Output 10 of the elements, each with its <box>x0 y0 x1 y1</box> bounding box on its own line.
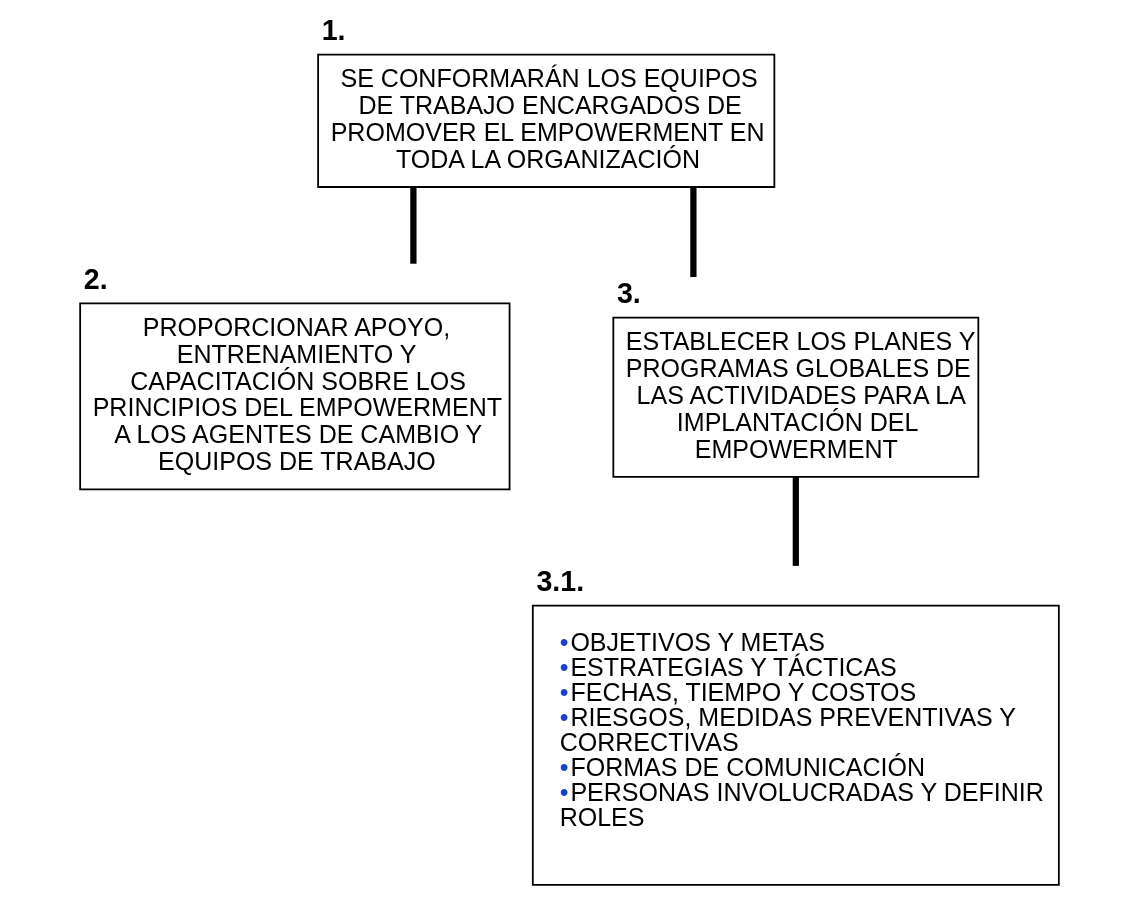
node-label: 2. <box>83 262 108 295</box>
node-box: SE CONFORMARÁN LOS EQUIPOS DE TRABAJO ENCARGADOS DE PROMOVER EL EMPOWERMENT EN TODA LA ORGANIZACIÓN <box>316 53 775 188</box>
node-box: PROPORCIONAR APOYO, ENTRENAMIENTO Y CAPACITACIÓN SOBRE LOS PRINCIPIOS DEL EMPOWERMENT A LOS AGENTES DE CAMBIO Y EQUIPOS DE TRABAJO <box>78 302 510 491</box>
node-label: 3. <box>616 276 641 309</box>
node-box: ESTABLECER LOS PLANES Y PROGRAMAS GLOBALES DE LAS ACTIVIDADES PARA LA IMPLANTACIÓN DEL EMPOWERMENT <box>611 316 979 478</box>
node-label: 1. <box>321 13 346 46</box>
connector <box>409 187 416 264</box>
node-box: •OBJETIVOS Y METAS •ESTRATEGIAS Y TÁCTICAS •FECHAS, TIEMPO Y COSTOS •RIESGOS, MEDIDAS PREVENTIVAS Y CORRECTIVAS •FORMAS DE COMUNICACIÓN •PERSONAS INVOLUCRADAS Y DEFINIR ROLES <box>531 604 1060 886</box>
connector <box>689 187 697 278</box>
node-label: 3.1. <box>535 564 584 597</box>
